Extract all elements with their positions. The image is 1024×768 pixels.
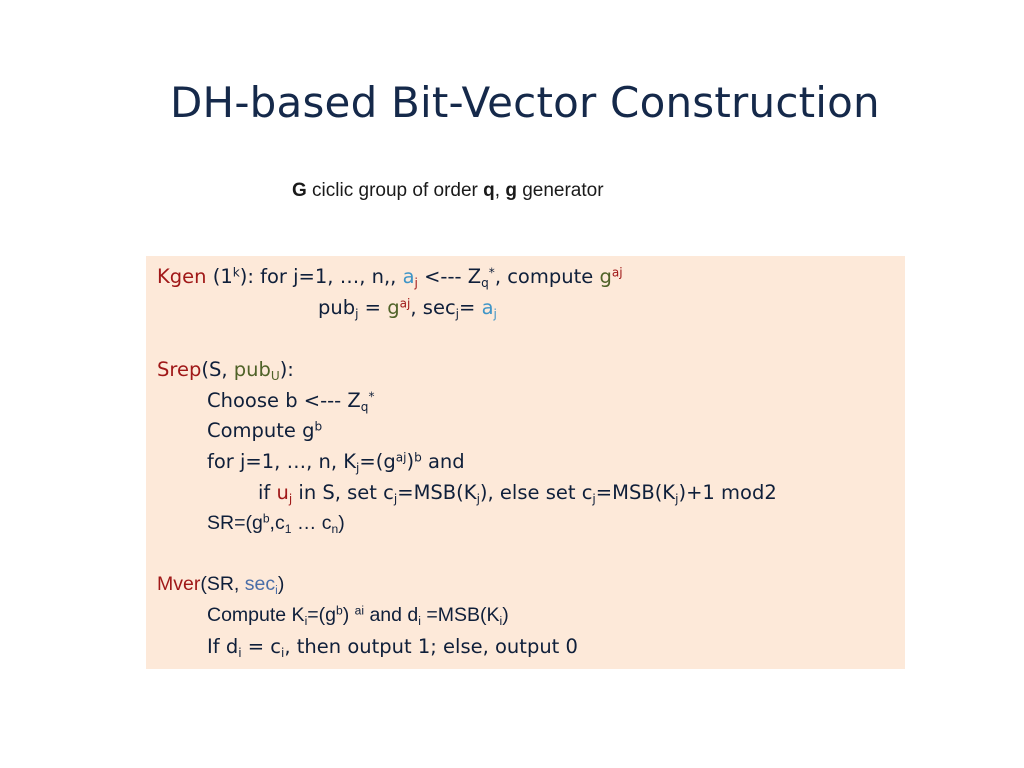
srep-text: =(g	[359, 450, 396, 473]
mver-text: =MSB(K	[420, 604, 500, 626]
kgen-name: Kgen	[157, 265, 207, 288]
srep-for-line: for j=1, …, n, Kj=(gaj)b and	[207, 450, 465, 476]
mver-name: Mver	[157, 573, 201, 595]
srep-text: (S,	[201, 358, 234, 381]
srep-j: j	[675, 492, 679, 507]
srep-b: b	[314, 419, 323, 434]
mver-ai: ai	[354, 603, 365, 618]
srep-compute-line: Compute gb	[207, 419, 323, 442]
mver-text: If d	[207, 635, 239, 658]
generator-symbol: g	[505, 180, 517, 201]
slide-title: DH-based Bit-Vector Construction	[170, 78, 880, 127]
kgen-aj: aj	[611, 265, 623, 280]
mver-text: and d	[364, 604, 419, 626]
mver-text: )	[342, 604, 355, 626]
kgen-text: =	[459, 296, 482, 319]
srep-text: and	[421, 450, 465, 473]
kgen-a: a	[481, 296, 494, 319]
srep-pub: pub	[233, 358, 271, 381]
srep-text: SR=(g	[207, 512, 263, 534]
kgen-text: , sec	[410, 296, 456, 319]
subtitle-text-1: ciclic group of order	[306, 180, 484, 201]
srep-text: in S, set c	[292, 481, 394, 504]
subtitle-text-3: generator	[516, 180, 604, 201]
srep-text: =MSB(K	[397, 481, 477, 504]
slide-subtitle: G ciclic group of order q, g generator	[292, 180, 604, 202]
group-symbol: G	[292, 180, 307, 201]
kgen-g: g	[387, 296, 400, 319]
kgen-text: =	[358, 296, 388, 319]
mver-i: i	[281, 646, 285, 661]
kgen-a: a	[402, 265, 415, 288]
mver-i: i	[238, 646, 242, 661]
subtitle-text-2: ,	[494, 180, 506, 201]
mver-if-line: If di = ci, then output 1; else, output …	[207, 635, 578, 661]
srep-name: Srep	[157, 358, 202, 381]
mver-sec: sec	[244, 573, 276, 595]
srep-text: if	[258, 481, 277, 504]
mver-b: b	[335, 603, 343, 618]
kgen-text: ): for j=1, …, n,,	[239, 265, 403, 288]
kgen-text: , compute	[494, 265, 600, 288]
srep-b: b	[262, 511, 270, 526]
kgen-line-2: pubj = gaj, secj= aj	[318, 296, 497, 322]
srep-j: j	[476, 492, 480, 507]
kgen-j: j	[493, 307, 497, 322]
algorithm-box	[146, 256, 905, 669]
kgen-j: j	[355, 307, 359, 322]
kgen-j: j	[414, 276, 418, 291]
kgen-text: (1	[206, 265, 233, 288]
kgen-text: <--- Z	[417, 265, 482, 288]
srep-text: for j=1, …, n, K	[207, 450, 357, 473]
srep-output-line: SR=(gb,c1 … cn)	[207, 511, 345, 537]
kgen-line-1: Kgen (1k): for j=1, …, n,, aj <--- Zq*, …	[157, 265, 623, 291]
srep-text: =MSB(K	[595, 481, 676, 504]
srep-text: )+1 mod2	[678, 481, 777, 504]
mver-header: Mver(SR, seci)	[157, 573, 285, 598]
srep-q: q	[360, 400, 369, 415]
srep-text: ,c	[269, 512, 285, 534]
srep-j: j	[592, 492, 596, 507]
srep-if-line: if uj in S, set cj=MSB(Kj), else set cj=…	[258, 481, 777, 507]
srep-star: *	[368, 389, 375, 404]
kgen-aj: aj	[399, 296, 411, 311]
srep-text: )	[406, 450, 415, 473]
mver-i: i	[275, 583, 278, 598]
srep-aj: aj	[395, 450, 407, 465]
srep-text: … c	[291, 512, 332, 534]
srep-text: )	[338, 512, 345, 534]
srep-j: j	[356, 461, 360, 476]
srep-u: u	[276, 481, 289, 504]
mver-text: , then output 1; else, output 0	[284, 635, 578, 658]
srep-j: j	[393, 492, 398, 507]
srep-U: U	[270, 369, 280, 384]
mver-i: i	[418, 614, 421, 629]
kgen-q: q	[481, 276, 489, 291]
srep-text: Choose b <--- Z	[207, 389, 361, 412]
srep-text: ):	[279, 358, 294, 381]
srep-text: ), else set c	[479, 481, 593, 504]
kgen-star: *	[488, 265, 495, 280]
mver-i: i	[304, 614, 308, 629]
mver-text: )	[277, 573, 285, 595]
srep-n: n	[331, 522, 339, 537]
kgen-j: j	[455, 307, 460, 322]
order-symbol: q	[483, 180, 495, 201]
srep-b: b	[414, 450, 422, 465]
mver-text: (SR,	[200, 573, 245, 595]
mver-text: = c	[241, 635, 282, 658]
srep-choose-line: Choose b <--- Zq*	[207, 389, 375, 415]
srep-1: 1	[284, 522, 292, 537]
mver-text: )	[502, 604, 509, 626]
srep-header: Srep(S, pubU):	[157, 358, 294, 384]
mver-text: Compute K	[207, 604, 305, 626]
kgen-text: pub	[318, 296, 356, 319]
kgen-k: k	[232, 265, 240, 280]
kgen-g: g	[599, 265, 612, 288]
srep-j: j	[288, 492, 293, 507]
mver-i: i	[499, 614, 503, 629]
mver-compute-line: Compute Ki=(gb) ai and di =MSB(Ki)	[207, 603, 509, 629]
srep-text: Compute g	[207, 419, 315, 442]
mver-text: =(g	[307, 604, 336, 626]
